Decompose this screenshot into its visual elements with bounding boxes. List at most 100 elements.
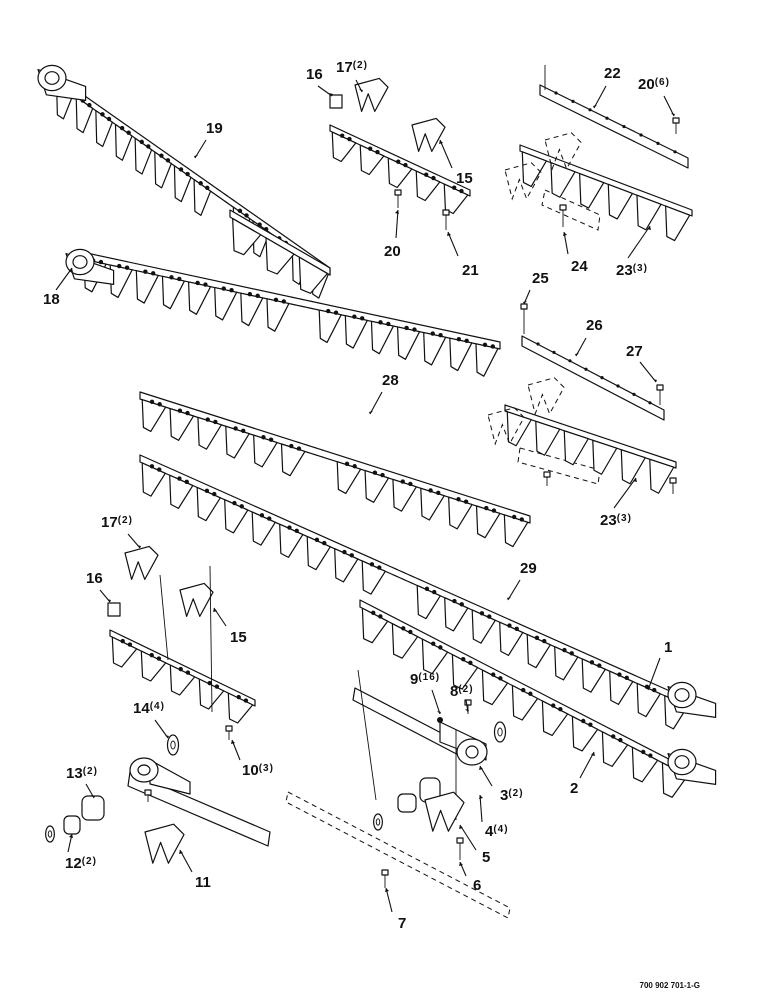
bolt-21-top [442, 209, 450, 230]
callout-c18: 18 [43, 267, 73, 308]
leader-arrow [329, 93, 333, 96]
part-number: 7 [398, 915, 406, 932]
part-number: 15 [230, 629, 247, 646]
callout-c6: 6 [459, 861, 481, 894]
callout-c23b: 23(3) [600, 477, 637, 529]
callout-labels: 123(2)4(4)5678(2)9(16)10(3)1112(2)13(2)1… [43, 59, 675, 932]
leader-line [579, 751, 595, 779]
leader-arrow [359, 89, 363, 92]
callout-c21: 21 [447, 231, 479, 279]
part-number: 26 [586, 317, 603, 334]
part-number: 1 [664, 639, 672, 656]
part-number: 23 [616, 262, 633, 279]
plate-22-group [539, 65, 689, 231]
leader-arrow [194, 155, 198, 158]
section-15-top [411, 117, 446, 152]
leader-arrow [385, 888, 389, 892]
callout-c27: 27 [626, 343, 657, 383]
leader-line [613, 477, 637, 509]
leader-line [627, 225, 651, 259]
callout-number: 17(2) [101, 514, 133, 531]
part-quantity: (2) [353, 60, 368, 71]
callout-number: 19 [206, 120, 223, 137]
leader-line [55, 267, 73, 291]
washer-7 [373, 813, 384, 831]
part-number: 17 [101, 514, 118, 531]
bolt-20-top [394, 189, 402, 208]
leader-arrow [91, 795, 95, 798]
leader-arrow [213, 608, 217, 612]
callout-c16b: 16 [86, 570, 111, 603]
drive-head-center [285, 669, 511, 919]
part-number: 18 [43, 291, 60, 308]
callout-c25: 25 [523, 270, 549, 305]
diagram-artwork [37, 64, 717, 919]
washer-3 [493, 721, 507, 743]
bolt-13 [144, 789, 152, 802]
leader-line [639, 361, 657, 383]
leader-arrow [563, 232, 567, 236]
part-number: 8 [450, 683, 458, 700]
callout-c20b: 20(6) [638, 76, 675, 117]
callout-c2: 2 [570, 751, 595, 797]
section-24-dashed-b [544, 132, 582, 171]
part-quantity: (16) [418, 672, 440, 683]
leader-arrow [479, 795, 483, 799]
leader-arrow [459, 825, 463, 829]
part-number: 9 [410, 671, 418, 688]
part-quantity: (2) [508, 788, 523, 799]
part-number: 16 [86, 570, 103, 587]
callout-number: 5 [482, 849, 490, 866]
callout-c17a: 17(2) [336, 59, 368, 93]
leader-arrow [107, 599, 111, 602]
leader-line [507, 579, 521, 601]
leader-line [385, 887, 393, 913]
callout-c13: 13(2) [66, 765, 97, 799]
bolt-6 [456, 837, 464, 860]
callout-c26: 26 [575, 317, 603, 357]
callout-c11: 11 [179, 849, 211, 891]
leader-arrow [137, 545, 141, 548]
part-quantity: (3) [633, 263, 648, 274]
clip-16-top [329, 94, 343, 109]
callout-number: 17(2) [336, 59, 368, 76]
part-number: 3 [500, 787, 508, 804]
knife-19-extension [229, 209, 331, 294]
callout-number: 16 [86, 570, 103, 587]
leader-arrow [439, 140, 443, 144]
callout-c12: 12(2) [65, 833, 97, 872]
callout-c29: 29 [507, 560, 537, 601]
leader-arrow [633, 478, 637, 482]
callout-c7: 7 [385, 887, 406, 932]
part-number: 21 [462, 262, 479, 279]
callout-number: 12(2) [65, 855, 97, 872]
leader-line [317, 85, 333, 97]
callout-number: 18 [43, 291, 60, 308]
part-number: 14 [133, 700, 150, 717]
leader-arrow [591, 752, 595, 756]
leader-arrow [437, 711, 441, 714]
callout-number: 23(3) [600, 512, 632, 529]
part-quantity: (6) [655, 77, 670, 88]
part-quantity: (3) [617, 513, 632, 524]
knife-segment-top [329, 124, 471, 215]
leader-line [593, 85, 607, 109]
callout-number: 1 [664, 639, 672, 656]
leader-arrow [507, 597, 511, 600]
part-number: 4 [485, 823, 494, 840]
callout-number: 15 [456, 170, 473, 187]
part-number: 2 [570, 780, 578, 797]
callout-c17b: 17(2) [101, 514, 141, 549]
callout-number: 23(3) [616, 262, 648, 279]
callout-number: 9(16) [410, 671, 440, 688]
callout-c24: 24 [563, 231, 588, 275]
part-number: 12 [65, 855, 82, 872]
leader-line [431, 689, 441, 715]
part-number: 19 [206, 120, 223, 137]
knife-29 [139, 454, 717, 730]
part-number: 29 [520, 560, 537, 577]
leader-line [447, 231, 459, 257]
leader-line [369, 391, 383, 415]
part-number: 6 [473, 877, 481, 894]
